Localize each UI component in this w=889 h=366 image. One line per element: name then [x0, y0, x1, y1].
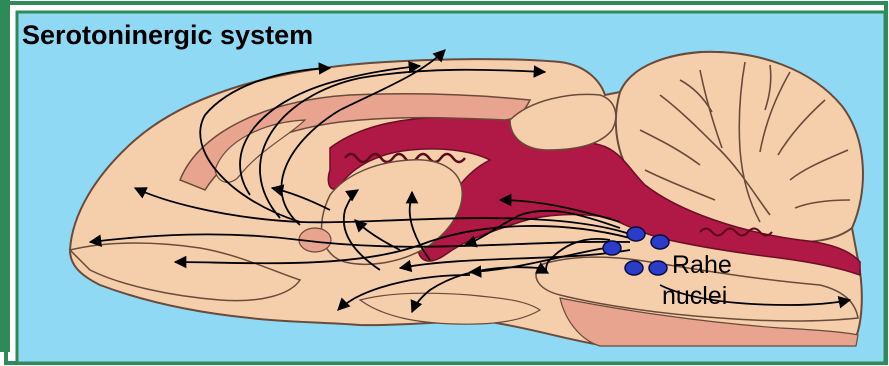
- nucleus-dot: [625, 261, 643, 275]
- diagram-title: Serotoninergic system: [22, 22, 313, 49]
- nucleus-dot: [603, 241, 621, 255]
- nucleus-dot: [627, 227, 645, 241]
- nucleus-dot: [649, 261, 667, 275]
- raphe-label-line1: Rahe: [672, 253, 732, 278]
- raphe-label-line2: nuclei: [662, 284, 727, 309]
- left-bar: [0, 0, 10, 352]
- nucleus-dot: [651, 235, 669, 249]
